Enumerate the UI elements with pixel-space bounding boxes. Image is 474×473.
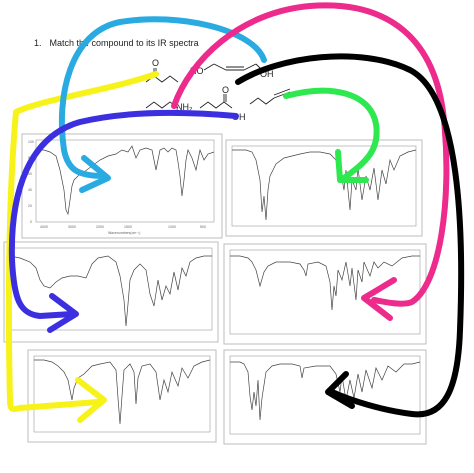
arrow-green bbox=[283, 87, 380, 183]
question-text: Match the compound to its IR spectra bbox=[49, 38, 199, 48]
p1-ytick-5: 0 bbox=[30, 220, 32, 224]
spectrum-panel-4 bbox=[223, 243, 427, 345]
arrow-magenta bbox=[171, 2, 450, 321]
p1-ytick-3: 40 bbox=[28, 188, 32, 192]
question-line: 1. Match the compound to its IR spectra bbox=[34, 38, 199, 48]
arrow-yellow bbox=[5, 71, 159, 423]
diol-oh-label: OH bbox=[260, 69, 274, 79]
spectrum-panel-3 bbox=[3, 241, 219, 343]
p1-ytick-4: 20 bbox=[28, 204, 32, 208]
compound-carboxylic-acid bbox=[199, 94, 233, 109]
spectrum-panel-5 bbox=[27, 349, 217, 443]
p1-axis-label: Wavenumbers(cm⁻¹) bbox=[108, 231, 140, 235]
p1-tick-2: 2000 bbox=[96, 225, 104, 229]
arrow-blue bbox=[8, 109, 239, 333]
spectrum-panel-2 bbox=[225, 139, 423, 237]
arrow-cyan bbox=[58, 16, 267, 193]
p1-tick-0: 4000 bbox=[40, 225, 48, 229]
p1-tick-5: 500 bbox=[200, 225, 206, 229]
p1-tick-3: 1500 bbox=[124, 225, 132, 229]
amine-nh2-label: NH₂ bbox=[176, 102, 193, 112]
compound-alkyne-diol bbox=[203, 63, 263, 71]
arrow-black bbox=[235, 53, 465, 418]
acid-o-label: O bbox=[222, 85, 229, 95]
question-number: 1. bbox=[34, 38, 42, 48]
p1-tick-1: 3000 bbox=[68, 225, 76, 229]
spectrum-panel-1: 4000 3000 2000 1500 1000 500 Wavenumbers… bbox=[21, 133, 223, 239]
p1-ytick-0: 100 bbox=[28, 140, 34, 144]
ketone-oxygen-label: O bbox=[152, 58, 159, 68]
spectrum-panel-6 bbox=[223, 349, 427, 445]
p1-tick-4: 1000 bbox=[168, 225, 176, 229]
diol-ho-label: HO bbox=[190, 66, 204, 76]
p1-ytick-2: 60 bbox=[28, 172, 32, 176]
